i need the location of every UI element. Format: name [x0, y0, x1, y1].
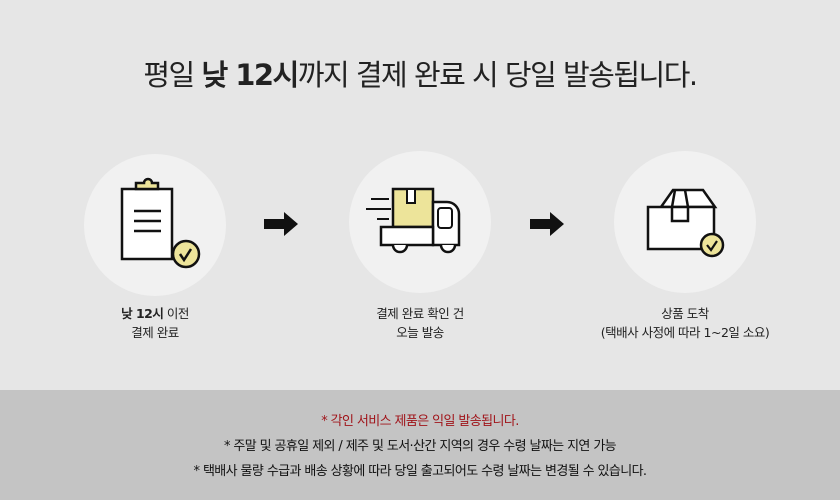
package-check-icon [646, 188, 725, 258]
step-3-line2: (택배사 사정에 따라 1~2일 소요) [600, 325, 770, 340]
notice-engraving: * 각인 서비스 제품은 익일 발송됩니다. [321, 414, 519, 429]
notice-courier: * 택배사 물량 수급과 배송 상황에 따라 당일 출고되어도 수령 날짜는 변… [193, 464, 648, 479]
step-1-line2: 결제 완료 [131, 325, 179, 340]
step-1-bold: 낮 12시 [121, 306, 164, 321]
headline-pre: 평일 [143, 58, 202, 92]
step-2-caption: 결제 완료 확인 건 오늘 발송 [300, 304, 540, 342]
delivery-truck-icon [366, 187, 461, 254]
step-2-line2: 오늘 발송 [396, 325, 444, 340]
step-1-caption: 낮 12시 이전 결제 완료 [35, 304, 275, 342]
headline-bold: 낮 12시 [201, 58, 299, 92]
step-1-circle [84, 154, 226, 296]
arrow-right-icon [264, 212, 298, 236]
notice-holiday: * 주말 및 공휴일 제외 / 제주 및 도서·산간 지역의 경우 수령 날짜는… [223, 439, 617, 454]
step-3-caption: 상품 도착 (택배사 사정에 따라 1~2일 소요) [565, 304, 805, 342]
headline: 평일 낮 12시까지 결제 완료 시 당일 발송됩니다. [0, 52, 840, 94]
step-1-rest: 이전 [163, 306, 190, 321]
step-2-circle [349, 151, 491, 293]
arrow-right-icon [530, 212, 564, 236]
clipboard-check-icon [120, 177, 201, 269]
notice-footer: * 각인 서비스 제품은 익일 발송됩니다. * 주말 및 공휴일 제외 / 제… [0, 390, 840, 500]
headline-post: 까지 결제 완료 시 당일 발송됩니다. [297, 58, 698, 92]
step-2-line1: 결제 완료 확인 건 [376, 306, 464, 321]
step-3-line1: 상품 도착 [661, 306, 709, 321]
step-3-circle [614, 151, 756, 293]
